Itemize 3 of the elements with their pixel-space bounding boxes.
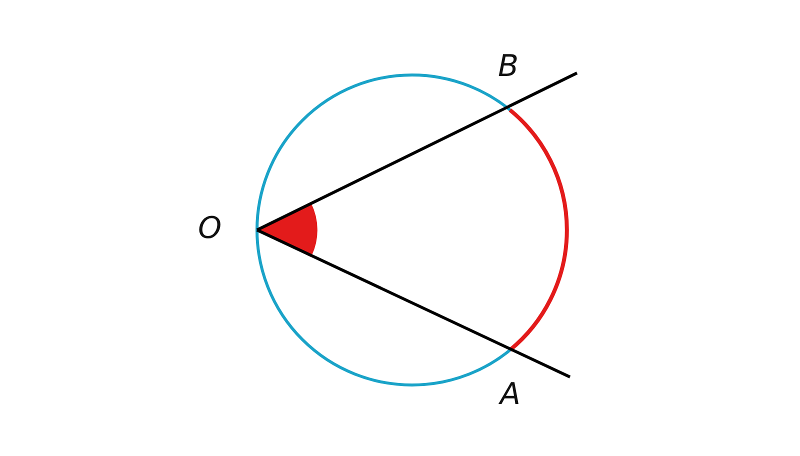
point-label: B — [498, 50, 519, 84]
point-label: A — [500, 378, 521, 412]
point-label: O — [198, 212, 222, 246]
